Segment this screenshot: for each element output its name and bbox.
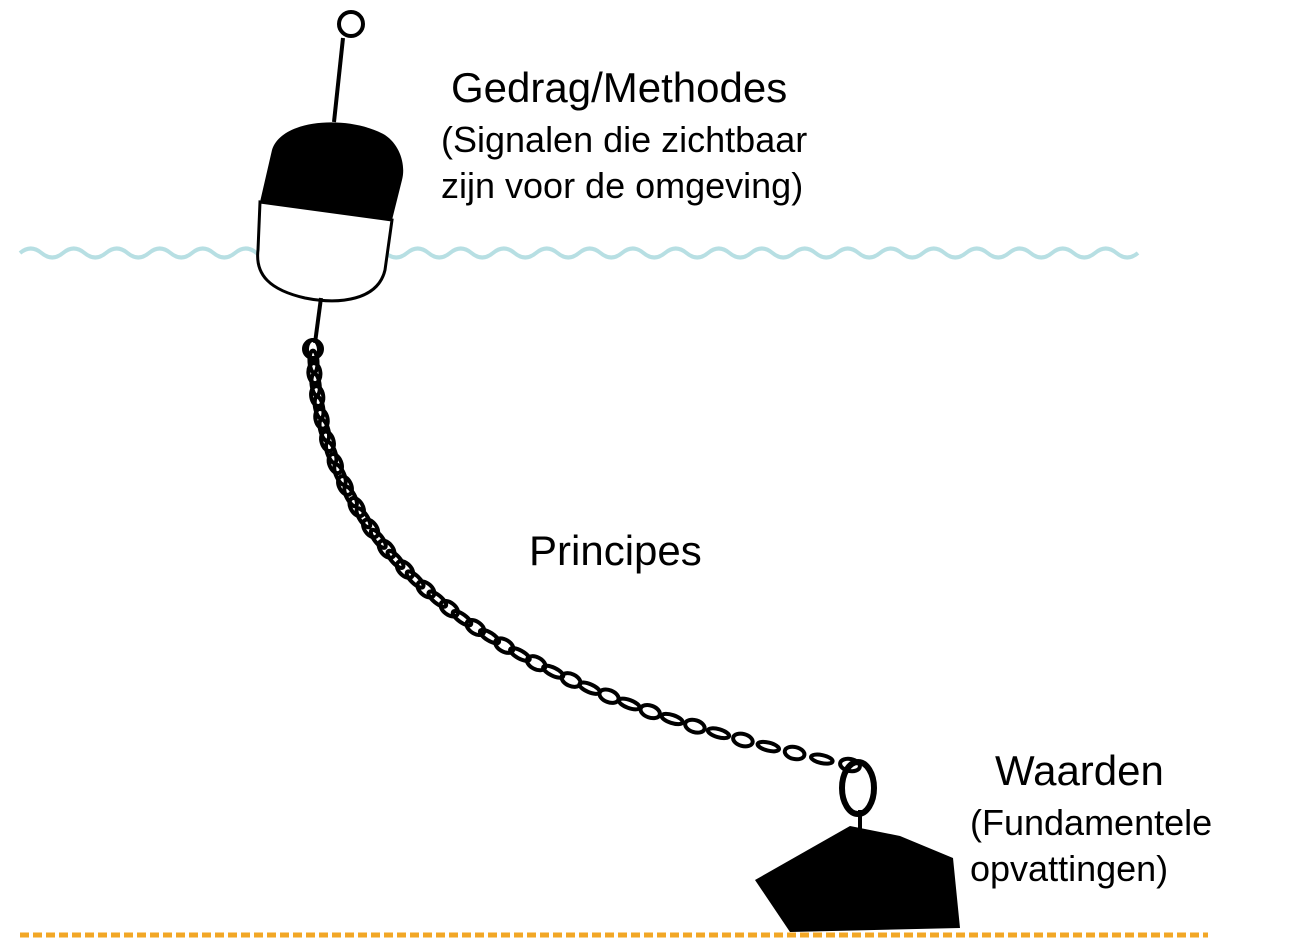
chain-link: [385, 548, 406, 570]
chain-link: [426, 589, 449, 609]
behaviour-description-line2: zijn voor de omgeving): [441, 165, 804, 206]
anchor-icon: [755, 759, 960, 932]
chain-link: [477, 627, 502, 646]
chain-link: [309, 384, 326, 409]
chain-link: [342, 484, 359, 509]
chain-link: [394, 559, 416, 580]
chain-link: [361, 517, 381, 540]
chain-link: [326, 452, 344, 476]
chain-link: [336, 474, 354, 497]
chain-link: [464, 618, 487, 637]
chain-icon: [302, 338, 862, 774]
chain-top-ring: [302, 338, 324, 360]
chain-link: [450, 609, 474, 628]
principles-label: Principes: [529, 527, 702, 574]
chain-link: [508, 646, 532, 663]
chain-link: [597, 687, 621, 705]
chain-link: [809, 752, 835, 766]
chain-link: [347, 495, 366, 519]
chain-link: [354, 506, 373, 530]
chain-link: [313, 406, 330, 431]
chain-link: [782, 744, 807, 762]
buoy-icon: [256, 10, 404, 344]
values-description-line1: (Fundamentele: [970, 802, 1213, 843]
chain-link: [415, 579, 437, 600]
water-surface: [18, 246, 1140, 260]
chain-link: [332, 462, 348, 487]
values-label: Waarden: [995, 747, 1164, 794]
chain-link: [376, 538, 397, 560]
chain-link: [638, 703, 662, 721]
chain-link: [683, 717, 707, 735]
chain-link: [616, 696, 642, 712]
chain-link: [306, 361, 323, 386]
chain-link: [368, 527, 388, 550]
chain-link: [659, 711, 685, 727]
chain-link: [319, 429, 336, 454]
chain-link: [755, 739, 782, 754]
behaviour-label: Gedrag/Methodes: [451, 64, 788, 111]
chain-link: [731, 731, 755, 749]
values-description-line2: opvattingen): [970, 848, 1169, 889]
chain-link: [705, 726, 732, 741]
chain-link: [438, 598, 461, 619]
chain-link: [404, 569, 426, 590]
behaviour-description-line1: (Signalen die zichtbaar: [441, 119, 808, 160]
chain-link: [493, 636, 516, 655]
